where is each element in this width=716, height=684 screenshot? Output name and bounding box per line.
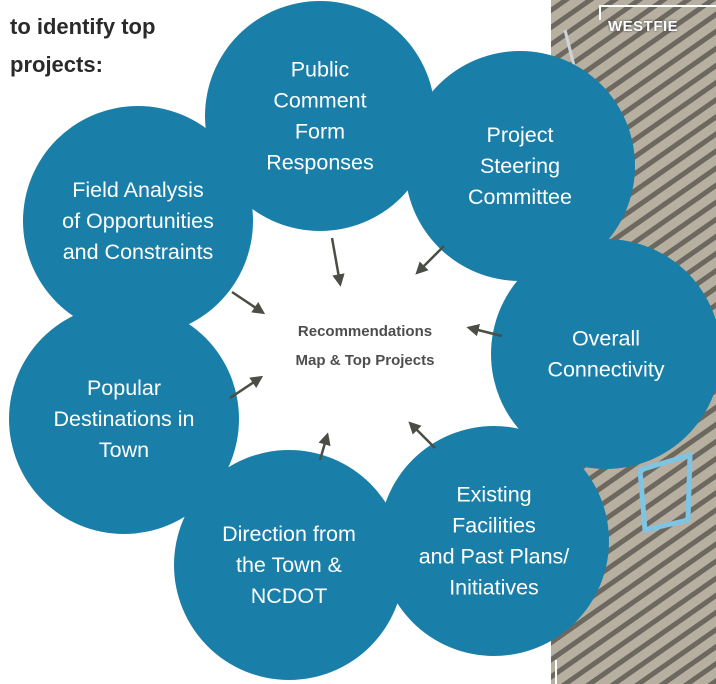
bubble-label-line: NCDOT	[251, 584, 327, 608]
bubble-label-line: Public	[291, 58, 350, 82]
arrow-from-overall-connectivity	[466, 324, 503, 338]
center-label-line-1: Recommendations	[298, 323, 432, 340]
bubble-label-line: of Opportunities	[62, 209, 214, 233]
bubble-direction-town: Direction from the Town & NCDOT	[174, 450, 404, 680]
bubble-label-line: Committee	[468, 185, 572, 209]
arrow-from-existing-facilities	[408, 421, 436, 449]
map-place-label: WESTFIE	[608, 18, 679, 35]
bubble-label-line: Existing	[456, 483, 531, 507]
center-label: Recommendations Map & Top Projects	[296, 323, 435, 369]
bubble-label-line: Form	[295, 120, 345, 144]
intro-line-2: projects:	[10, 52, 103, 77]
arrow-from-steering-committee	[415, 245, 445, 275]
bubble-label-line: Field Analysis	[72, 178, 203, 202]
bubble-label-line: Overall	[572, 327, 640, 351]
center-label-line-2: Map & Top Projects	[296, 352, 435, 369]
bubble-label-line: Town	[99, 438, 149, 462]
bubble-label-line: and Constraints	[63, 240, 214, 264]
bubble-label-line: Responses	[266, 151, 374, 175]
bubble-circle	[174, 450, 404, 680]
arrow-from-direction-town	[318, 432, 331, 461]
bubble-circle	[405, 51, 635, 281]
bubble-label-line: Destinations in	[53, 407, 194, 431]
arrow-from-field-analysis	[231, 290, 266, 315]
bubble-label-line: Steering	[480, 154, 560, 178]
bubble-label-line: the Town &	[236, 553, 342, 577]
arrow-group	[229, 237, 503, 461]
arrow-from-popular-destinations	[229, 375, 264, 400]
bubble-label-line: Project	[487, 123, 554, 147]
bubble-circle	[205, 1, 435, 231]
bubble-label-line: Connectivity	[547, 358, 664, 382]
bubble-circle	[23, 106, 253, 336]
arrow-from-public-comment	[330, 237, 345, 287]
intro-text: to identify top projects:	[10, 8, 210, 84]
bubble-label-line: Popular	[87, 376, 161, 400]
bubble-circle	[9, 304, 239, 534]
bubble-field-analysis: Field Analysis of Opportunities and Constr…	[23, 106, 253, 336]
bubble-group: PublicCommentFormResponsesProjectSteerin…	[9, 1, 716, 680]
intro-line-1: to identify top	[10, 14, 156, 39]
bubble-circle	[379, 426, 609, 656]
bubble-label-line: Comment	[273, 89, 366, 113]
bubble-label-line: Initiatives	[449, 576, 539, 600]
bubble-label-line: and Past Plans/	[419, 545, 570, 569]
water-body-shape	[637, 451, 693, 534]
bubble-label-line: Direction from	[222, 522, 356, 546]
bubble-label-line: Facilities	[452, 514, 536, 538]
bubble-circle	[491, 239, 716, 469]
